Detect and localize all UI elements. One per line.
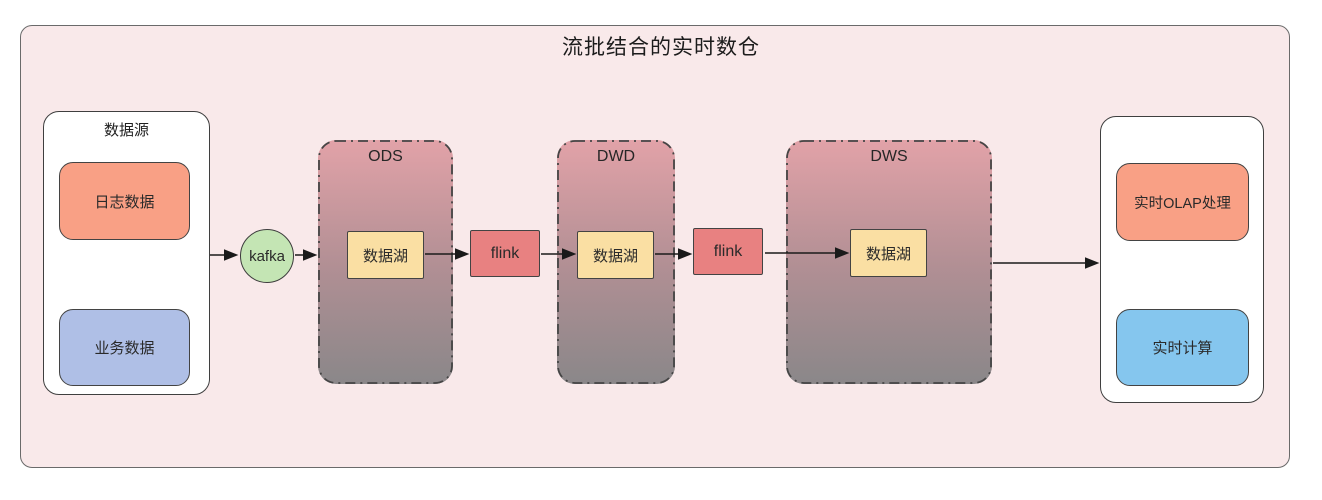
node-data-lake-dws-label: 数据湖 <box>865 245 911 263</box>
diagram-title: 流批结合的实时数仓 <box>562 36 760 59</box>
node-business-data: 业务数据 <box>59 309 190 386</box>
node-flink-1: flink <box>470 230 540 277</box>
node-data-lake-dws: 数据湖 <box>850 229 927 277</box>
node-realtime-compute: 实时计算 <box>1116 309 1249 386</box>
node-realtime-olap-label: 实时OLAP处理 <box>1134 195 1231 212</box>
node-flink-2: flink <box>693 228 763 275</box>
node-realtime-olap: 实时OLAP处理 <box>1116 163 1249 241</box>
node-data-lake-ods: 数据湖 <box>347 231 424 279</box>
node-kafka-label: kafka <box>249 247 285 265</box>
node-data-lake-dwd-label: 数据湖 <box>592 247 638 265</box>
node-log-data-label: 日志数据 <box>94 193 155 211</box>
node-data-lake-ods-label: 数据湖 <box>362 247 408 265</box>
stage-dws: DWS <box>786 140 992 384</box>
source-panel-label: 数据源 <box>103 122 149 139</box>
node-kafka: kafka <box>240 229 294 283</box>
node-flink-2-label: flink <box>713 242 743 260</box>
stage-dwd-label: DWD <box>596 148 636 165</box>
stage-dws-label: DWS <box>870 148 908 165</box>
node-flink-1-label: flink <box>490 244 520 262</box>
node-data-lake-dwd: 数据湖 <box>577 231 654 279</box>
node-business-data-label: 业务数据 <box>94 340 155 357</box>
node-log-data: 日志数据 <box>59 162 190 240</box>
stage-ods-label: ODS <box>368 148 403 165</box>
node-realtime-compute-label: 实时计算 <box>1152 340 1213 357</box>
